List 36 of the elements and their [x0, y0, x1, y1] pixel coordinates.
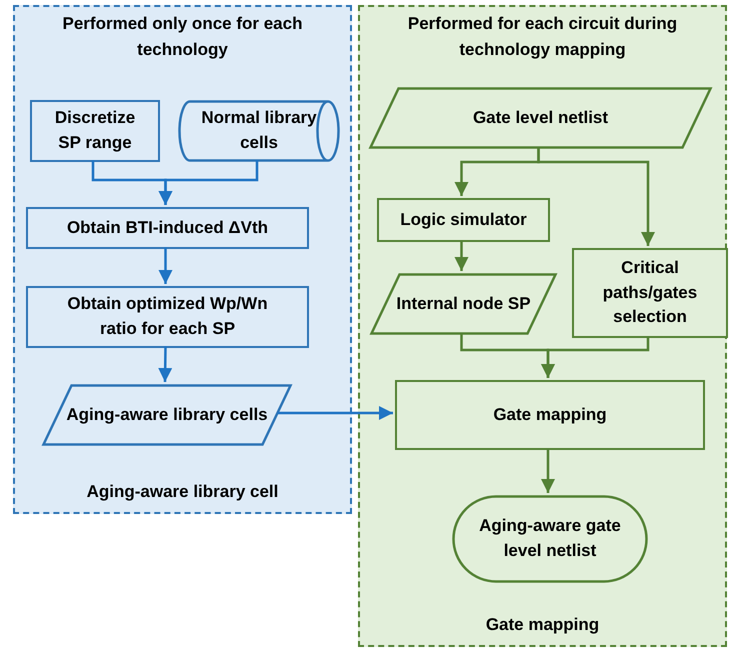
node-label: Logic simulator	[399, 208, 528, 231]
dashed-region	[13, 5, 352, 514]
process-box	[572, 248, 728, 338]
storage-shape	[178, 100, 340, 162]
arrow	[278, 406, 393, 420]
dashed-region	[358, 5, 727, 647]
process-box	[26, 286, 309, 348]
process-box	[26, 207, 309, 249]
arrow	[158, 346, 172, 382]
process-box	[30, 100, 160, 162]
node-label: Aging-aware library cells	[65, 404, 269, 426]
data-parallelogram	[369, 87, 712, 149]
arrow	[541, 448, 555, 493]
process-box	[395, 380, 705, 450]
node-label: Normal library cells	[200, 107, 318, 154]
data-parallelogram	[42, 384, 292, 446]
arrow	[454, 240, 468, 271]
region-label: Gate mapping	[484, 614, 600, 636]
data-parallelogram	[370, 273, 557, 335]
arrow	[541, 336, 650, 378]
node-label: Gate level netlist	[472, 106, 610, 129]
node-label: Obtain optimized Wp/Wn ratio for each SP	[66, 293, 269, 340]
node-label: Internal node SP	[395, 292, 532, 315]
node-label: Discretize SP range	[54, 107, 136, 154]
region-heading: Performed for each circuit during technology mapping	[406, 13, 678, 62]
arrow	[158, 247, 172, 284]
region-heading: Performed only once for each technology	[62, 13, 304, 62]
node-label: Gate mapping	[492, 404, 608, 426]
node-label: Critical paths/gates selection	[602, 257, 698, 328]
process-box	[377, 198, 550, 242]
arrow	[537, 147, 655, 246]
node-label: Obtain BTI-induced ΔVth	[66, 216, 270, 239]
node-label: Aging-aware gate level netlist	[478, 515, 622, 562]
terminal-shape	[452, 495, 648, 583]
arrow	[158, 160, 258, 205]
region-label: Aging-aware library cell	[86, 480, 280, 503]
